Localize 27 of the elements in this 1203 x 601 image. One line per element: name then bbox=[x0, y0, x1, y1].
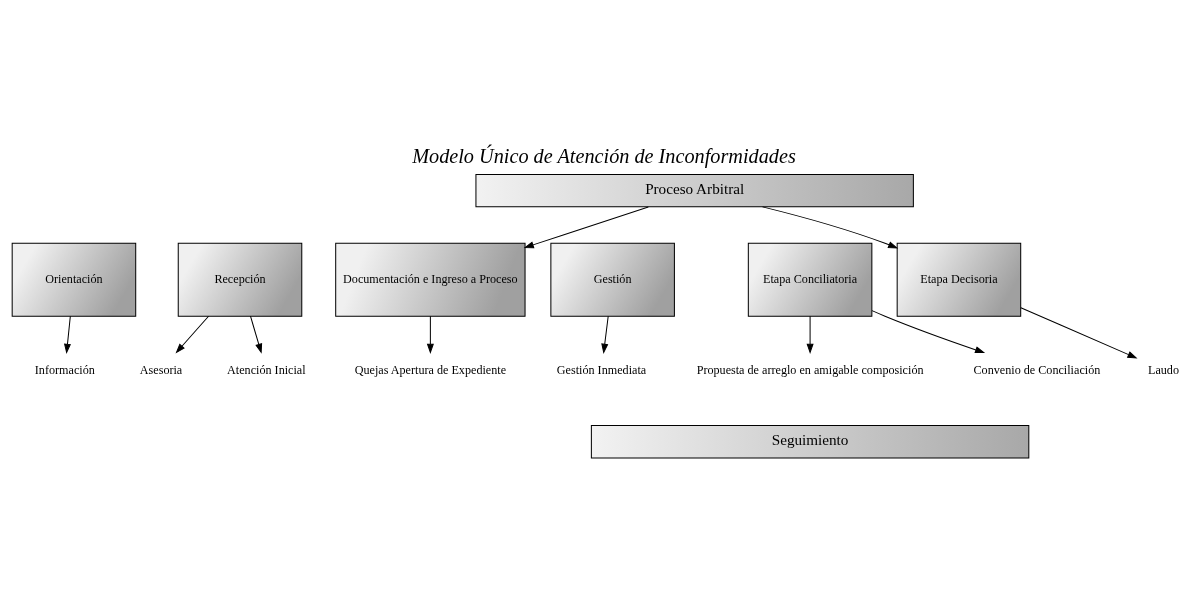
arrow bbox=[871, 309, 986, 353]
node-text: Laudo bbox=[1147, 362, 1179, 377]
node-box: Etapa Conciliatoria bbox=[747, 242, 873, 317]
node-box: Seguimiento bbox=[590, 424, 1030, 458]
arrow bbox=[806, 315, 814, 354]
node-box: Etapa Decisoria bbox=[896, 242, 1022, 317]
node-box: Proceso Arbitral bbox=[475, 173, 914, 207]
node-text: Atención Inicial bbox=[227, 362, 306, 377]
arrow bbox=[63, 315, 72, 354]
node-text: Propuesta de arreglo en amigable composición bbox=[696, 362, 924, 377]
node-text: Gestión Inmediata bbox=[556, 362, 647, 377]
arrow bbox=[175, 315, 210, 353]
node-box: Recepción bbox=[177, 242, 303, 317]
node-text: Información bbox=[34, 362, 95, 377]
arrow bbox=[601, 315, 609, 354]
node-text: Asesoria bbox=[139, 362, 183, 377]
node-text: Convenio de Conciliación bbox=[973, 362, 1101, 377]
arrow bbox=[762, 205, 899, 248]
arrow bbox=[1020, 306, 1138, 359]
arrow bbox=[523, 205, 649, 248]
node-text: Quejas Apertura de Expediente bbox=[354, 362, 507, 377]
node-box: Orientación bbox=[11, 242, 137, 317]
arrow bbox=[250, 315, 263, 354]
node-box: Gestión bbox=[550, 242, 675, 317]
arrow bbox=[426, 315, 434, 354]
node-box: Documentación e Ingreso a Proceso bbox=[335, 242, 526, 317]
diagram-title: Modelo Único de Atención de Inconformidades bbox=[412, 144, 796, 167]
